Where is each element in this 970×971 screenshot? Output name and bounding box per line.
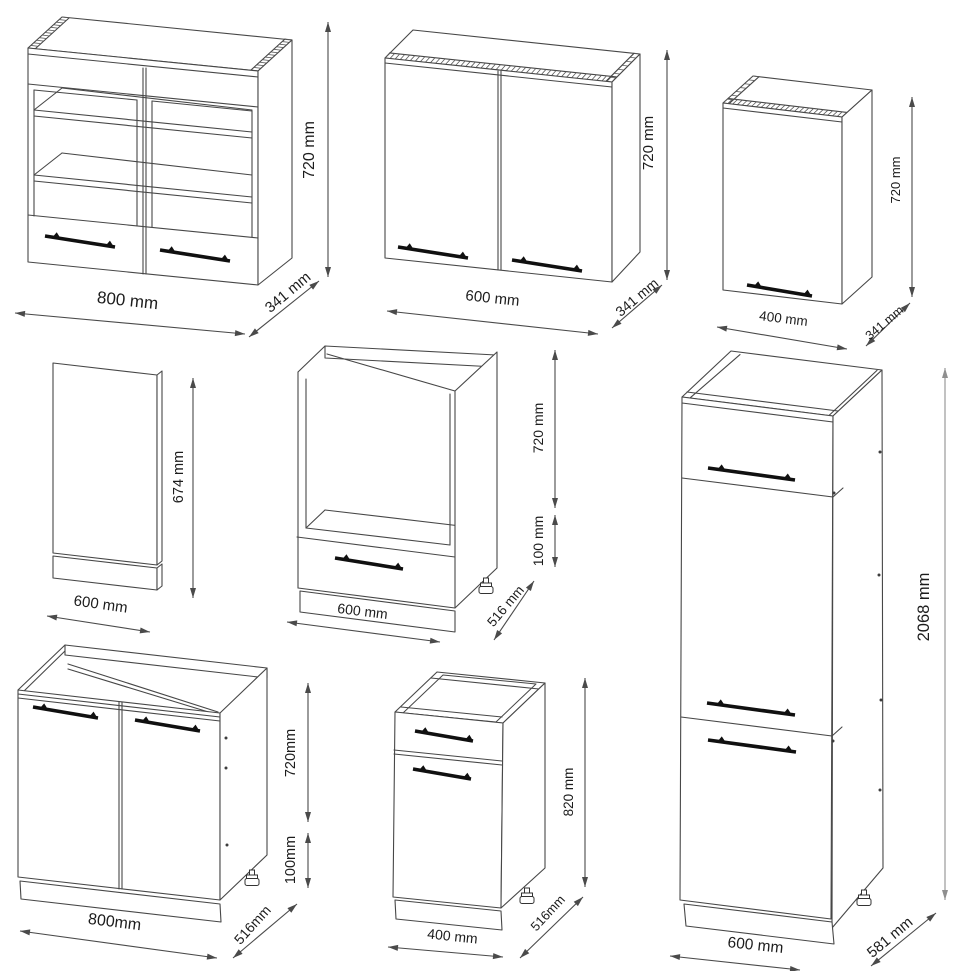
tall-cabinet-600-height-label: 2068 mm	[915, 573, 933, 642]
wall-cabinet-600-drawing	[384, 29, 670, 336]
oven-base-cabinet-600-height-label: 720 mm	[530, 403, 546, 454]
wall-cabinet-400-depth-label: 341 mm	[863, 303, 907, 343]
oven-base-cabinet-600-width-label: 600 mm	[337, 600, 389, 622]
oven-base-cabinet-600-plinth-label: 100 mm	[530, 516, 546, 567]
wall-cabinet-600-width-label: 600 mm	[465, 287, 521, 310]
sink-base-cabinet-800-height-label: 720mm	[283, 729, 299, 777]
wall-cabinet-600-height-label: 720 mm	[640, 116, 657, 170]
wall-cabinet-400-height-label: 720 mm	[888, 157, 903, 204]
wall-cabinet-400-width-label: 400 mm	[758, 308, 808, 329]
wall-cabinet-glass-800-width-label: 800 mm	[96, 288, 159, 313]
sink-base-cabinet-800-width-label: 800mm	[87, 911, 142, 934]
sink-base-cabinet-800-depth-label: 516mm	[231, 902, 274, 947]
wall-cabinet-glass-800-height-label: 720 mm	[301, 121, 318, 179]
appliance-front-panel-600-height-label: 674 mm	[171, 451, 187, 503]
appliance-front-panel-600-drawing	[46, 362, 196, 634]
wall-cabinet-600-depth-label: 341 mm	[612, 275, 661, 320]
sink-base-cabinet-800-drawing	[17, 644, 311, 960]
tall-cabinet-600-depth-label: 581 mm	[864, 914, 916, 962]
wall-cabinet-glass-800-drawing	[14, 16, 331, 338]
tall-cabinet-600-drawing	[669, 350, 948, 971]
drawer-base-cabinet-400-drawing	[387, 671, 588, 960]
oven-base-cabinet-600-drawing	[286, 345, 558, 644]
appliance-front-panel-600-width-label: 600 mm	[73, 592, 129, 616]
drawer-base-cabinet-400-width-label: 400 mm	[427, 925, 479, 946]
wall-cabinet-400-drawing	[716, 75, 915, 351]
sink-base-cabinet-800-plinth-label: 100mm	[283, 836, 299, 884]
tall-cabinet-600-width-label: 600 mm	[727, 934, 784, 957]
drawer-base-cabinet-400-height-label: 820 mm	[561, 768, 576, 817]
